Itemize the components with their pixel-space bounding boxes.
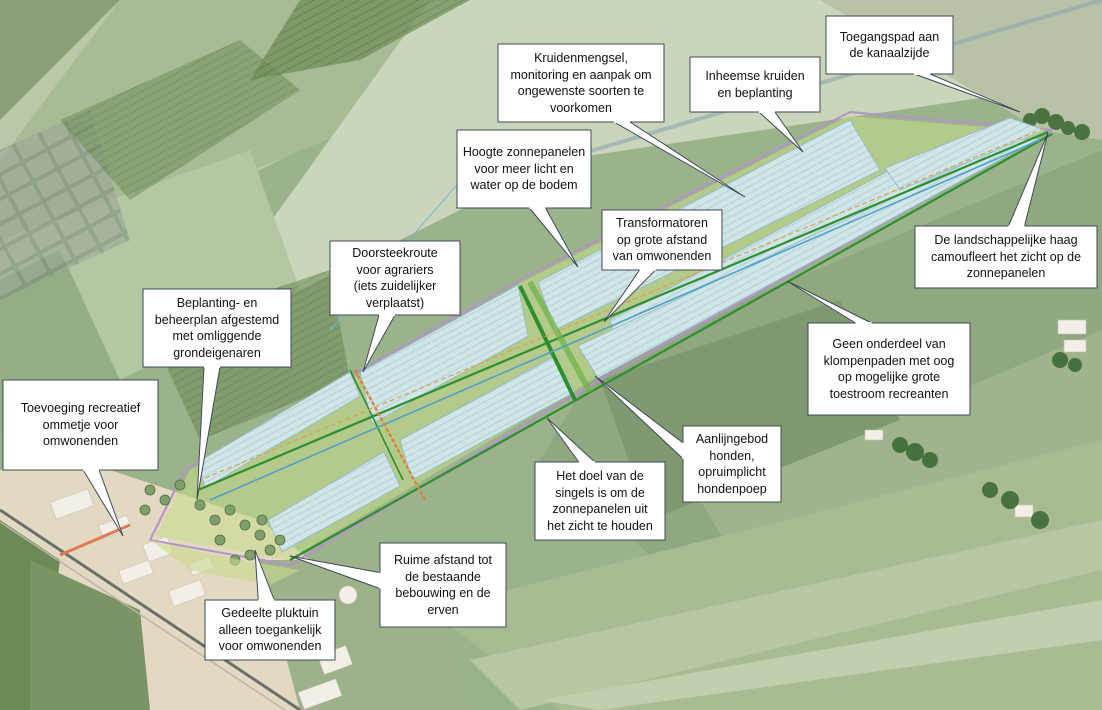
callout-box [329, 240, 461, 316]
panel-field-far-east [884, 117, 1047, 191]
callout-box [601, 209, 723, 271]
callout-box [142, 288, 292, 368]
callout-box [2, 379, 159, 471]
panel-field-east-south [577, 137, 1041, 379]
callout-box [497, 43, 665, 123]
callout-box [807, 322, 971, 416]
panel-field-west-north [197, 371, 361, 489]
callout-box [204, 599, 336, 661]
callout-box [379, 542, 507, 628]
callout-shapes [2, 15, 1098, 661]
solar-park [59, 110, 1056, 585]
callout-box [534, 461, 666, 541]
callout-box [825, 15, 954, 75]
callout-box [456, 129, 592, 209]
callout-box [914, 225, 1098, 289]
callout-box [689, 56, 821, 113]
callout-box [682, 425, 782, 503]
